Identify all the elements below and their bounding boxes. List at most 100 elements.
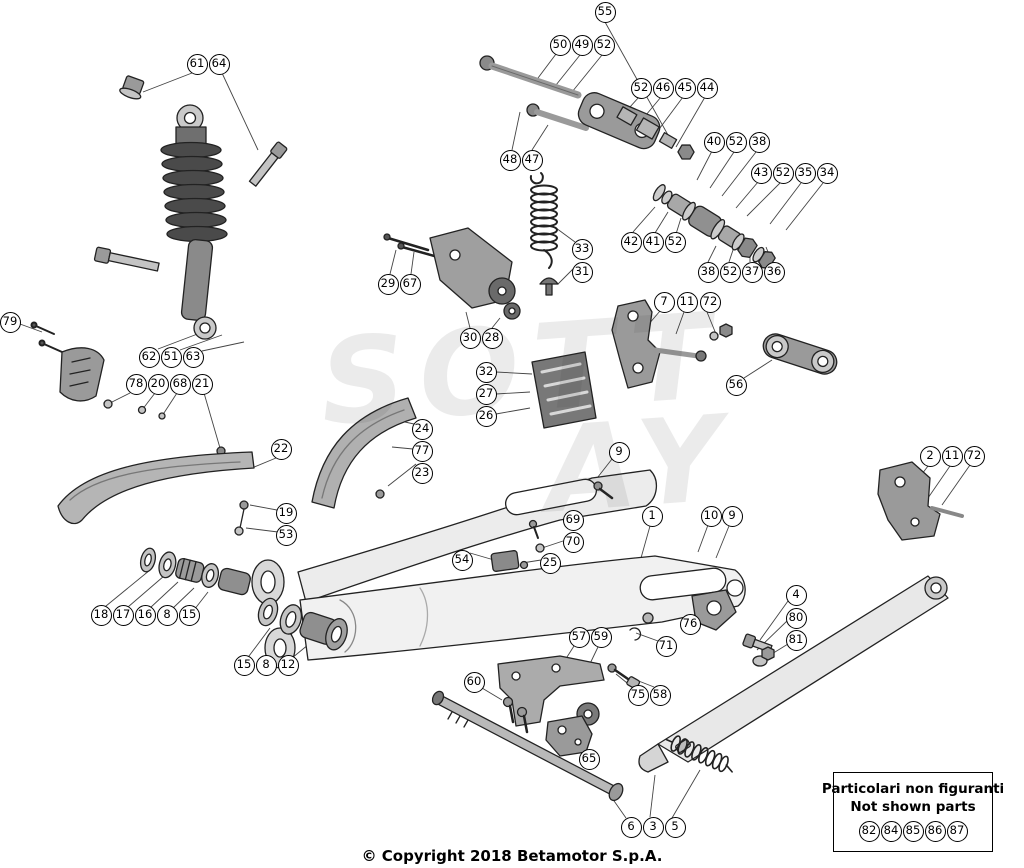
part-callout-25: 25 [539,552,561,574]
part-callout-70: 70 [562,531,584,553]
part-callout-67: 67 [399,273,421,295]
part-callout-21: 21 [191,373,213,395]
part-callout-7: 7 [653,291,675,313]
part-callout-50: 50 [549,34,571,56]
part-callout-46: 46 [652,77,674,99]
part-callout-72: 72 [963,445,985,467]
part-callout-11: 11 [676,291,698,313]
lower-bushing-parts [257,597,348,651]
not-shown-parts-box: Particolari non figuranti Not shown part… [822,772,1004,852]
part-callout-44: 44 [696,77,718,99]
part-callout-79: 79 [0,311,21,333]
part-callout-52: 52 [725,131,747,153]
rear-bracket-part [877,461,964,541]
part-callout-72: 72 [699,291,721,313]
bolt-nut-parts [742,633,775,667]
part-callout-81: 81 [785,629,807,651]
chain-slider-part [57,451,255,536]
part-callout-52: 52 [664,231,686,253]
chain-guard-part [311,397,417,509]
part-callout-38: 38 [697,261,719,283]
part-callout-54: 54 [451,549,473,571]
part-callout-68: 68 [169,373,191,395]
part-callout-51: 51 [160,346,182,368]
part-callout-37: 37 [741,261,763,283]
part-callout-60: 60 [463,671,485,693]
part-callout-18: 18 [90,604,112,626]
not-shown-part-87: 87 [946,820,968,842]
part-callout-56: 56 [725,374,747,396]
shock-absorber-part [160,104,228,340]
spring-part [529,172,559,296]
chain-block-parts [490,519,545,572]
part-callout-17: 17 [112,604,134,626]
part-callout-12: 12 [277,654,299,676]
link-rod-part [762,333,838,375]
linkage-bushing-parts [652,184,776,269]
part-callout-5: 5 [664,816,686,838]
part-callout-35: 35 [794,162,816,184]
part-callout-33: 33 [571,238,593,260]
part-callout-69: 69 [562,509,584,531]
part-callout-11: 11 [941,445,963,467]
part-callout-2: 2 [919,445,941,467]
part-callout-19: 19 [275,502,297,524]
copyright-text: © Copyright 2018 Betamotor S.p.A. [361,847,663,865]
linkage-bolt-parts [479,55,695,160]
part-callout-8: 8 [156,604,178,626]
part-callout-31: 31 [571,261,593,283]
part-callout-47: 47 [521,149,543,171]
part-callout-3: 3 [642,816,664,838]
part-callout-45: 45 [674,77,696,99]
shock-bolt-parts [93,75,288,272]
part-callout-42: 42 [620,231,642,253]
part-callout-34: 34 [816,162,838,184]
part-callout-63: 63 [182,346,204,368]
not-shown-title-it: Particolari non figuranti [821,781,1005,798]
part-callout-8: 8 [255,654,277,676]
part-callout-52: 52 [593,34,615,56]
part-callout-64: 64 [208,53,230,75]
part-callout-53: 53 [275,524,297,546]
part-callout-28: 28 [481,327,503,349]
part-callout-52: 52 [719,261,741,283]
part-callout-52: 52 [630,77,652,99]
axle-rod-part [431,690,624,802]
heel-guard-part [59,347,226,456]
part-callout-16: 16 [134,604,156,626]
part-callout-4: 4 [785,584,807,606]
not-shown-part-82: 82 [858,820,880,842]
part-callout-49: 49 [571,34,593,56]
part-callout-62: 62 [138,346,160,368]
small-screws-part [30,321,63,353]
roller-bracket-part [383,227,521,320]
part-callout-40: 40 [703,131,725,153]
part-callout-29: 29 [377,273,399,295]
part-callout-58: 58 [649,684,671,706]
part-callout-23: 23 [411,462,433,484]
fin-guard-part [531,351,597,429]
part-callout-55: 55 [594,1,616,23]
side-stand-part [638,575,949,773]
part-callout-76: 76 [679,613,701,635]
part-callout-26: 26 [475,405,497,427]
part-callout-36: 36 [763,261,785,283]
not-shown-part-84: 84 [880,820,902,842]
part-callout-20: 20 [147,373,169,395]
part-callout-24: 24 [411,418,433,440]
part-callout-80: 80 [785,607,807,629]
not-shown-part-85: 85 [902,820,924,842]
part-callout-75: 75 [627,684,649,706]
not-shown-title-en: Not shown parts [850,799,976,815]
part-callout-9: 9 [608,441,630,463]
part-callout-57: 57 [568,626,590,648]
part-callout-38: 38 [748,131,770,153]
part-callout-77: 77 [411,440,433,462]
part-callout-9: 9 [721,505,743,527]
part-callout-6: 6 [620,816,642,838]
part-callout-78: 78 [125,373,147,395]
part-callout-30: 30 [459,327,481,349]
